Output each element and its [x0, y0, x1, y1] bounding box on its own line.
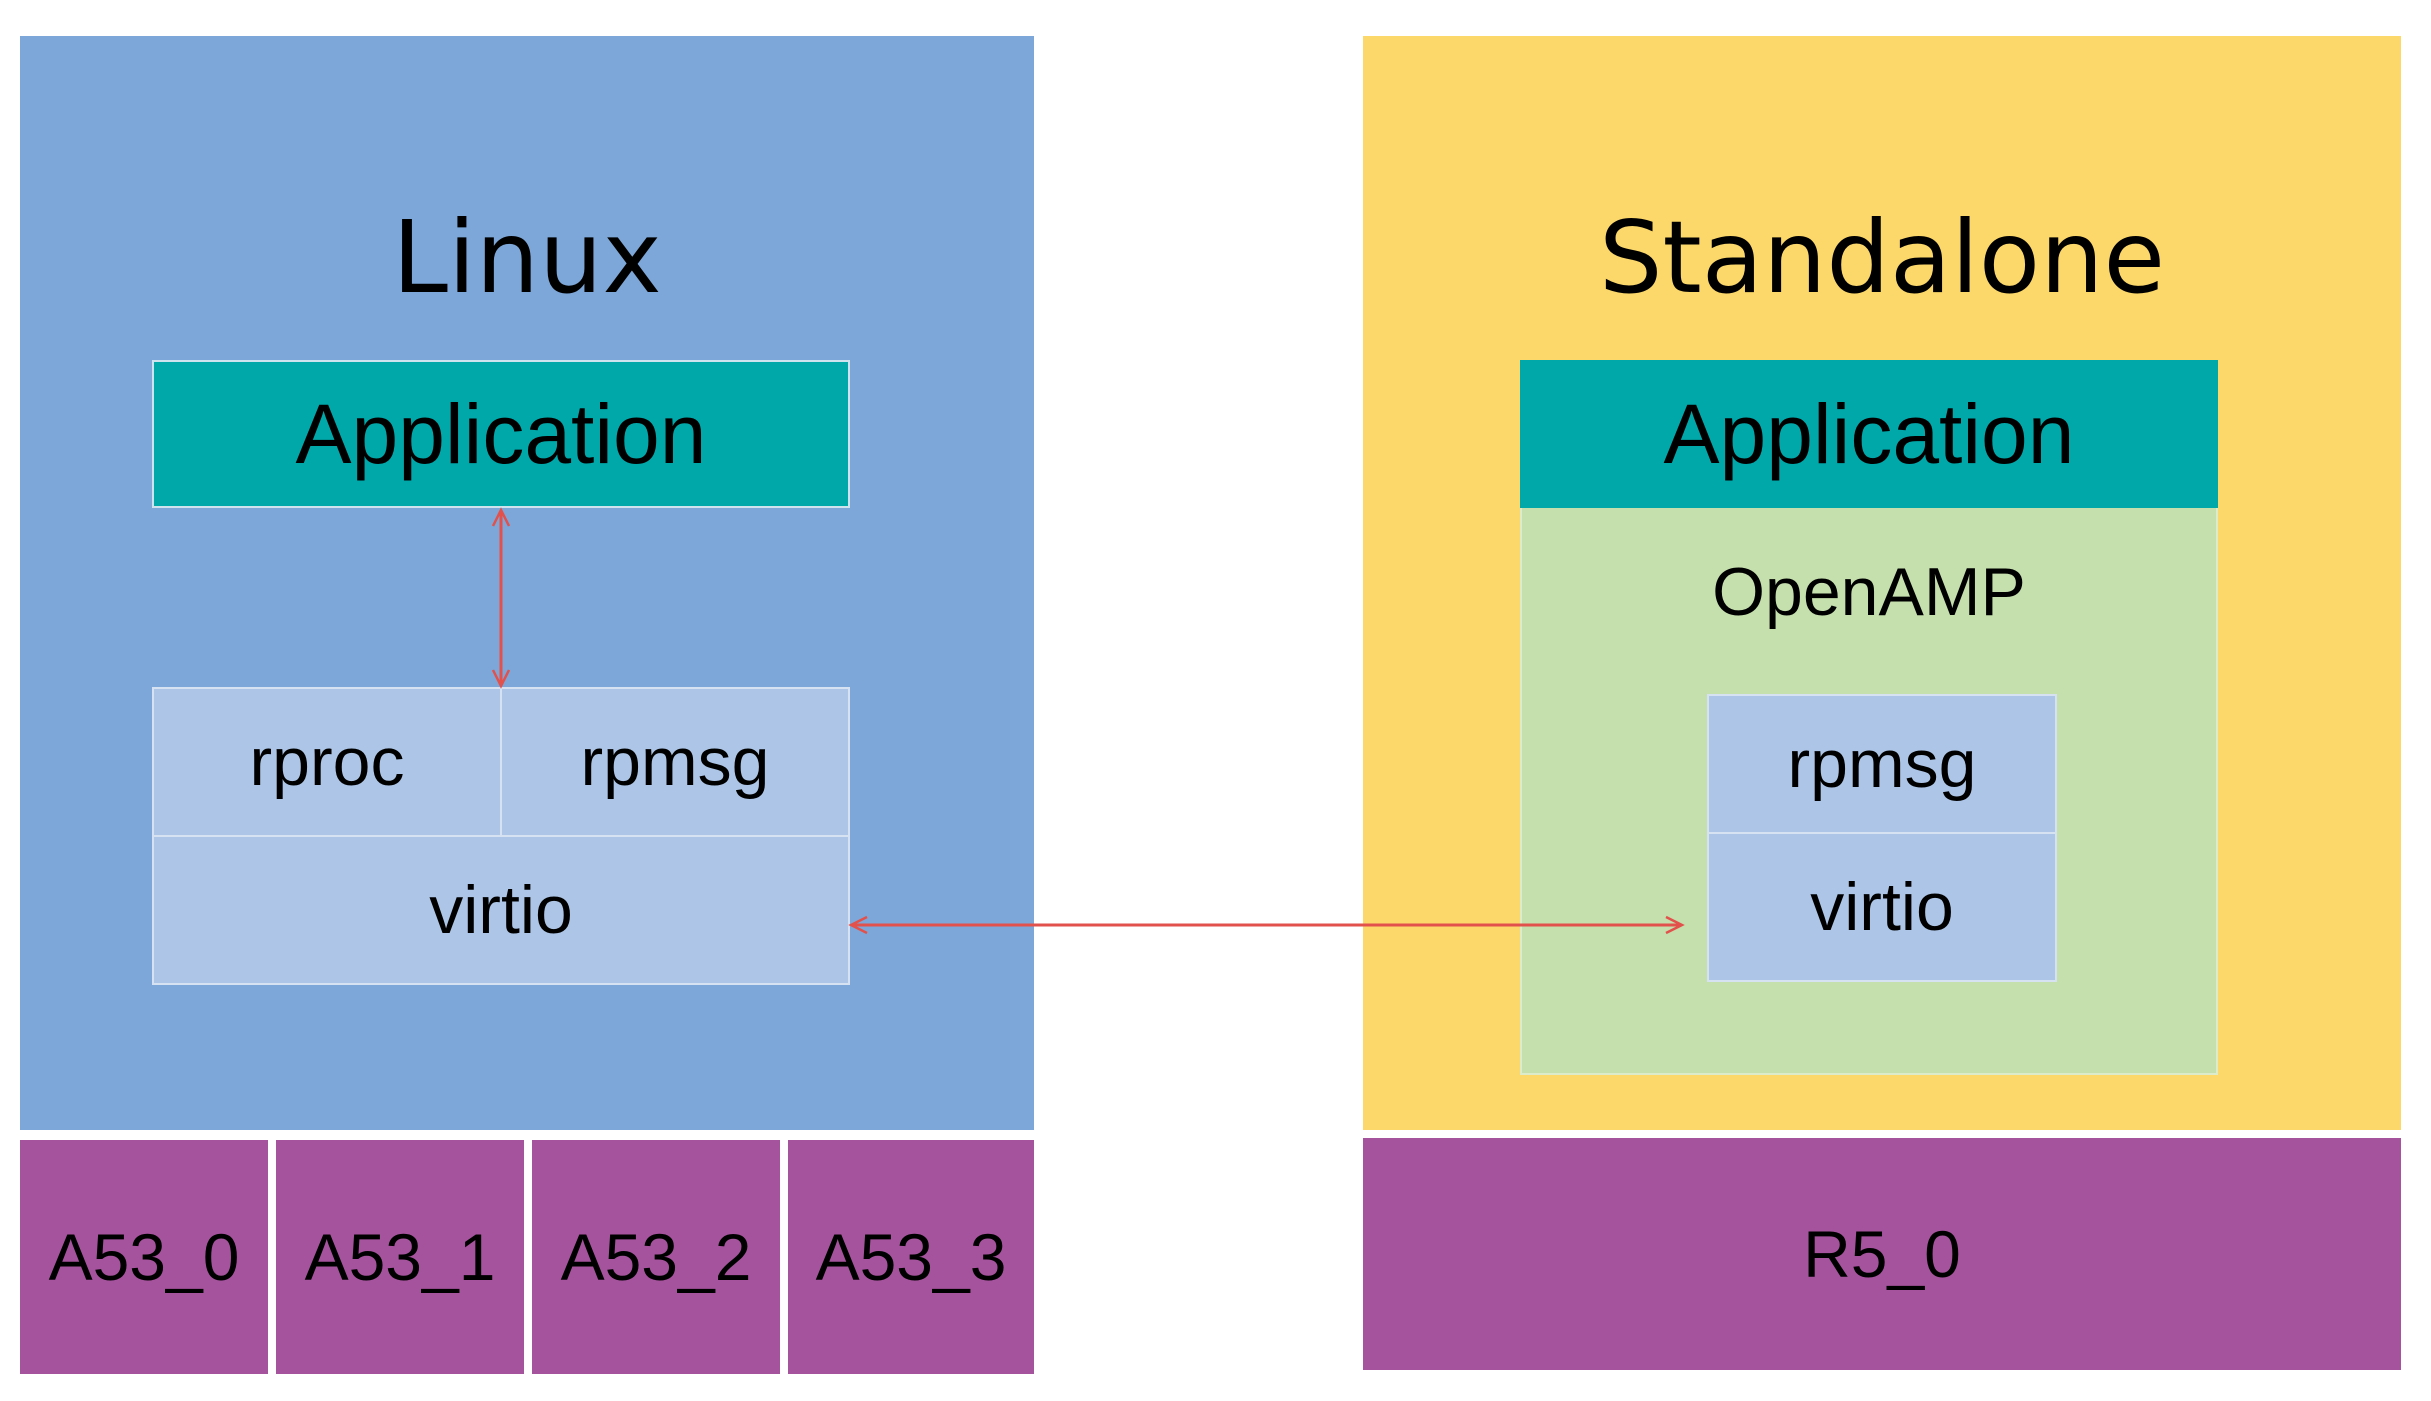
- openamp-label: OpenAMP: [1712, 554, 2026, 630]
- linux-rpmsg-block: rpmsg: [500, 687, 850, 837]
- core-block-r5-0: R5_0: [1363, 1138, 2401, 1370]
- core-block-a53-0: A53_0: [20, 1140, 268, 1374]
- core-block-a53-3: A53_3: [788, 1140, 1034, 1374]
- linux-virtio-block: virtio: [152, 835, 850, 985]
- linux-title: Linux: [392, 199, 662, 316]
- standalone-virtio-block: virtio: [1707, 832, 2057, 982]
- core-block-a53-1: A53_1: [276, 1140, 524, 1374]
- standalone-title: Standalone: [1599, 199, 2165, 316]
- core-block-a53-2: A53_2: [532, 1140, 780, 1374]
- standalone-rpmsg-block: rpmsg: [1707, 694, 2057, 834]
- linux-rproc-block: rproc: [152, 687, 502, 837]
- standalone-application-block: Application: [1520, 360, 2218, 508]
- linux-application-block: Application: [152, 360, 850, 508]
